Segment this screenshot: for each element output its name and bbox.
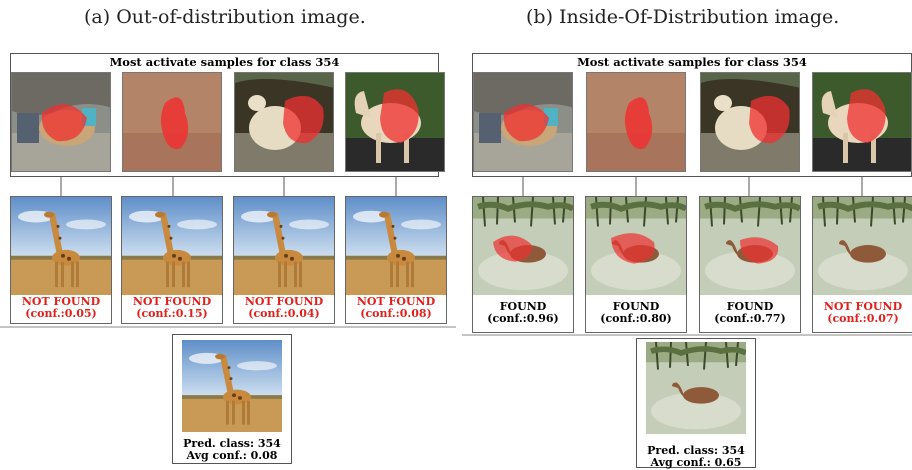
camel-image xyxy=(586,197,686,295)
prototype-sample xyxy=(473,72,573,172)
test-patch-box: NOT FOUND(conf.:0.05) xyxy=(10,196,112,324)
caption-a: (a) Out-of-distribution image. xyxy=(84,6,366,28)
prototype-sample xyxy=(700,72,800,172)
connector-lines xyxy=(462,177,912,336)
patch-status: NOT FOUND(conf.:0.05) xyxy=(21,295,101,320)
test-patch-box: FOUND(conf.:0.77) xyxy=(699,196,801,333)
camel-image xyxy=(813,197,912,295)
prototype-sample xyxy=(345,72,445,172)
prototype-sample xyxy=(586,72,686,172)
header-title: Most activate samples for class 354 xyxy=(577,55,807,69)
patch-status: NOT FOUND(conf.:0.04) xyxy=(244,295,324,320)
giraffe-image xyxy=(346,197,446,295)
header-title: Most activate samples for class 354 xyxy=(109,55,340,69)
test-patch-box: FOUND(conf.:0.80) xyxy=(585,196,687,333)
prototype-sample xyxy=(812,72,912,172)
giraffe-image xyxy=(234,197,334,295)
patch-status: FOUND(conf.:0.77) xyxy=(714,300,786,325)
giraffe-image xyxy=(122,197,222,295)
test-patch-box: FOUND(conf.:0.96) xyxy=(472,196,574,333)
prototype-sample xyxy=(11,72,111,172)
camel-image xyxy=(473,197,573,295)
test-patch-box: NOT FOUND(conf.:0.08) xyxy=(345,196,447,324)
test-patch-box: NOT FOUND(conf.:0.15) xyxy=(121,196,223,324)
patch-status: NOT FOUND(conf.:0.08) xyxy=(356,295,436,320)
prototype-sample xyxy=(234,72,334,172)
patch-status: FOUND(conf.:0.80) xyxy=(600,300,672,325)
connector-lines xyxy=(0,177,456,328)
patch-status: FOUND(conf.:0.96) xyxy=(487,300,559,325)
patch-status: NOT FOUND(conf.:0.07) xyxy=(823,300,903,325)
caption-b: (b) Inside-Of-Distribution image. xyxy=(526,6,840,28)
giraffe-image xyxy=(11,197,111,295)
prototype-sample xyxy=(122,72,222,172)
panel-inside-distribution: Most activate samples for class 354 FOUN… xyxy=(462,0,912,470)
camel-image xyxy=(700,197,800,295)
camel-image xyxy=(646,342,746,434)
test-patch-box: NOT FOUND(conf.:0.07) xyxy=(812,196,912,333)
giraffe-image xyxy=(182,340,282,432)
patch-status: NOT FOUND(conf.:0.15) xyxy=(132,295,212,320)
test-patch-box: NOT FOUND(conf.:0.04) xyxy=(233,196,335,324)
panel-out-of-distribution: Most activate samples for class 354 xyxy=(0,53,456,464)
